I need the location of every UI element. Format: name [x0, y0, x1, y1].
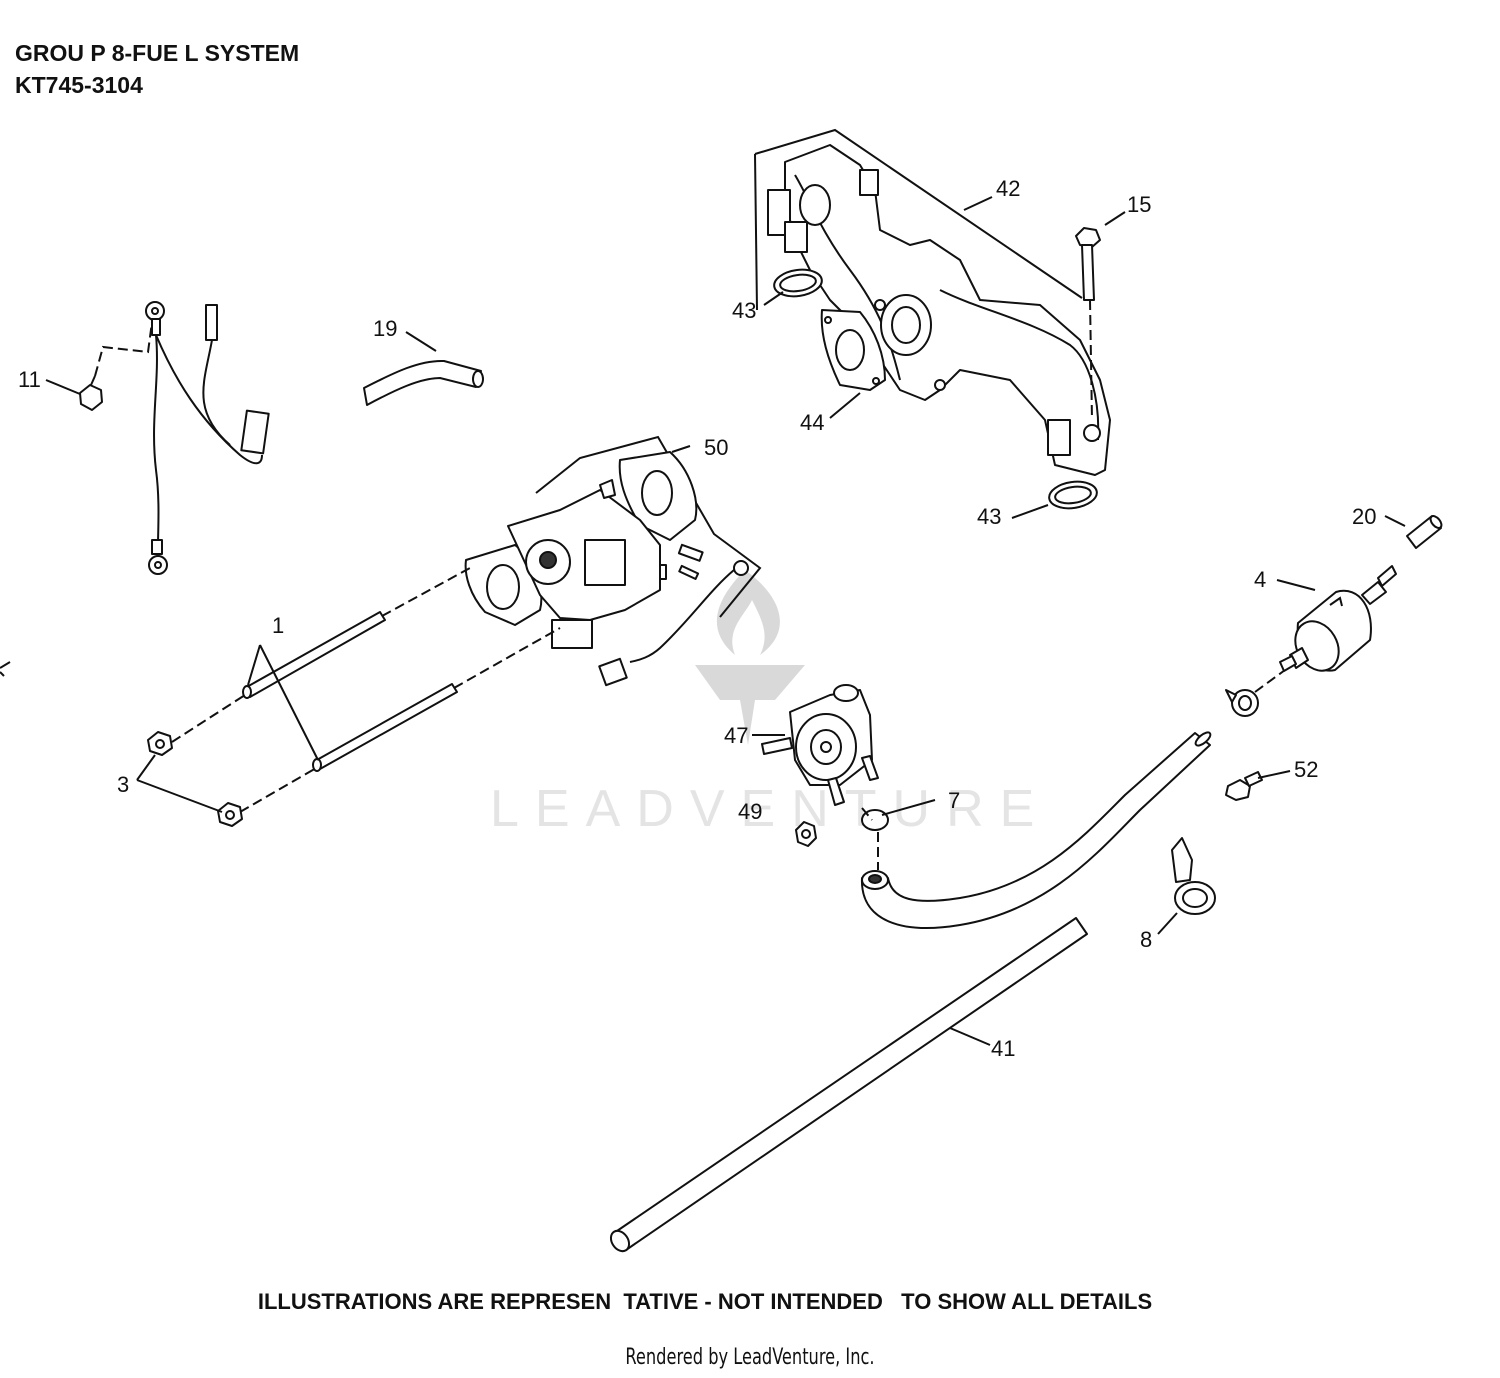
- part-1-studs[interactable]: [171, 567, 561, 813]
- part-3-nuts[interactable]: [136, 731, 243, 827]
- rendered-by-credit: Rendered by LeadVenture, Inc.: [625, 1345, 875, 1370]
- hose-clamp[interactable]: [1225, 669, 1286, 717]
- callout-43-upper: 43: [732, 298, 756, 323]
- callout-19: 19: [373, 316, 397, 341]
- callout-8: 8: [1140, 927, 1152, 952]
- leadventure-watermark: LEADVENTURE: [490, 570, 1050, 838]
- part-41-fuel-line[interactable]: [607, 917, 1088, 1255]
- part-49-screw[interactable]: [795, 821, 817, 847]
- callout-4: 4: [1254, 567, 1266, 592]
- callout-44: 44: [800, 410, 824, 435]
- callout-7: 7: [948, 788, 960, 813]
- disclaimer-text: ILLUSTRATIONS ARE REPRESEN TATIVE - NOT …: [257, 1289, 1153, 1314]
- part-44-gasket[interactable]: [820, 309, 886, 391]
- model-number: KT745-3104: [15, 72, 143, 98]
- callout-11: 11: [18, 367, 41, 392]
- wire-harness[interactable]: [145, 301, 270, 575]
- part-19-fuel-hose[interactable]: [363, 359, 484, 406]
- callout-15: 15: [1127, 192, 1151, 217]
- part-20-pin[interactable]: [1406, 514, 1444, 549]
- part-4-fuel-filter[interactable]: [1279, 565, 1397, 679]
- callout-20: 20: [1352, 504, 1376, 529]
- leader-lines: [45, 196, 1406, 1046]
- partial-fastener: [0, 661, 11, 677]
- callout-1: 1: [272, 613, 284, 638]
- callout-43-lower: 43: [977, 504, 1001, 529]
- part-15-bolt[interactable]: [1075, 227, 1101, 301]
- part-8-hose-clip[interactable]: [1171, 837, 1216, 915]
- part-7-clamp[interactable]: [861, 807, 889, 870]
- part-11-ground-screw[interactable]: [79, 321, 153, 411]
- callout-41: 41: [991, 1036, 1015, 1061]
- callout-52: 52: [1294, 757, 1318, 782]
- callout-3: 3: [117, 772, 129, 797]
- part-42-intake-manifold[interactable]: [754, 128, 1111, 476]
- fuel-hose-curved[interactable]: [860, 730, 1213, 929]
- callout-47: 47: [724, 723, 748, 748]
- part-43-o-ring-lower[interactable]: [1047, 479, 1098, 511]
- part-52-fitting[interactable]: [1225, 771, 1263, 801]
- part-50-carburetor-assembly[interactable]: [464, 435, 762, 687]
- callout-labels: 11 19 50 1 3 42 15 43 44 43 20 4 47 7 49…: [18, 176, 1376, 1061]
- callout-42: 42: [996, 176, 1020, 201]
- watermark-text: LEADVENTURE: [490, 780, 1050, 838]
- callout-50: 50: [704, 435, 728, 460]
- part-43-o-ring-upper[interactable]: [772, 267, 823, 299]
- diagram-title: GROU P 8-FUE L SYSTEM: [15, 40, 300, 66]
- callout-49: 49: [738, 799, 762, 824]
- part-47-fuel-pump[interactable]: [761, 684, 879, 806]
